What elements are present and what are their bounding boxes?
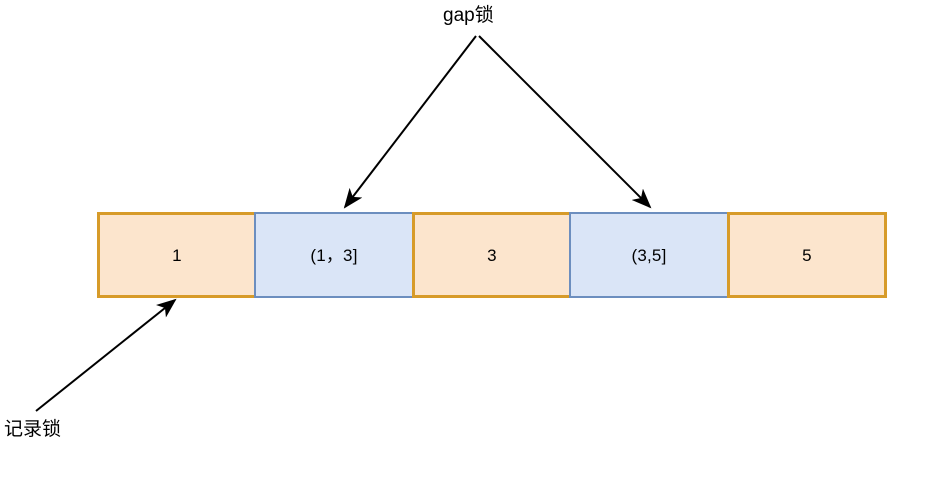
record-lock-cell-1[interactable]: 1 [97, 212, 257, 298]
gap-lock-cell-1[interactable]: (1，3] [254, 212, 414, 298]
cell-label: (3,5] [631, 245, 667, 265]
record-lock-cell-5[interactable]: 5 [727, 212, 887, 298]
cell-label: 1 [172, 245, 182, 265]
record-lock-arrow [35, 298, 177, 412]
gap-lock-cell-2[interactable]: (3,5] [569, 212, 729, 298]
cell-label: (1，3] [310, 245, 358, 265]
cell-label: 5 [802, 245, 812, 265]
gap-lock-arrow-right [478, 35, 652, 209]
lock-row: 1 (1，3] 3 (3,5] 5 [97, 212, 897, 298]
cell-label: 3 [487, 245, 497, 265]
record-lock-cell-3[interactable]: 3 [412, 212, 572, 298]
gap-lock-arrow-left [343, 35, 477, 209]
record-lock-label: 记录锁 [4, 419, 62, 440]
gap-lock-label: gap锁 [443, 5, 494, 26]
